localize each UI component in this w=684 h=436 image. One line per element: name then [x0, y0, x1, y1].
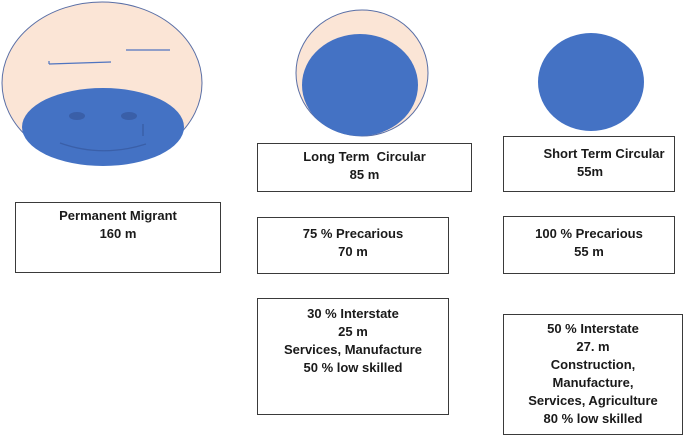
box-line: Construction, — [550, 357, 636, 372]
box-line: 75 % Precarious — [302, 226, 404, 241]
box-line: 55m — [576, 164, 604, 179]
box-line: Manufacture, — [552, 375, 634, 390]
box-line: Long Term Circular — [303, 149, 426, 164]
long-term-precarious-box: 75 % Precarious 70 m — [257, 217, 449, 274]
box-line: 55 m — [574, 244, 604, 259]
box-line: Services, Agriculture — [528, 393, 658, 408]
box-line: 27. m — [576, 339, 610, 354]
short-term-circular-box: Short Term Circular 55m — [503, 136, 675, 192]
box-line: 85 m — [349, 167, 380, 182]
short-term-circle-icon — [538, 33, 644, 131]
short-term-precarious-box: 100 % Precarious 55 m — [503, 216, 675, 274]
box-line: 80 % low skilled — [543, 411, 643, 426]
box-line: Short Term Circular — [543, 146, 665, 161]
short-term-interstate-box: 50 % Interstate 27. m Construction, Manu… — [503, 314, 683, 435]
box-line: 70 m — [338, 244, 368, 259]
box-line: 30 % Interstate — [307, 306, 399, 321]
box-line: 50 % low skilled — [303, 360, 403, 375]
smiley-face-icon — [1, 1, 203, 166]
box-line: Services, Manufacture — [283, 342, 422, 357]
box-line: 100 % Precarious — [535, 226, 643, 241]
box-line: Permanent Migrant — [59, 208, 177, 223]
permanent-migrant-box: Permanent Migrant 160 m — [15, 202, 221, 273]
long-term-circle-icon — [295, 9, 429, 137]
box-line: 160 m — [99, 226, 137, 241]
box-line: 25 m — [338, 324, 368, 339]
long-term-interstate-box: 30 % Interstate 25 m Services, Manufactu… — [257, 298, 449, 415]
long-term-circular-box: Long Term Circular 85 m — [257, 143, 472, 192]
box-line: 50 % Interstate — [547, 321, 639, 336]
